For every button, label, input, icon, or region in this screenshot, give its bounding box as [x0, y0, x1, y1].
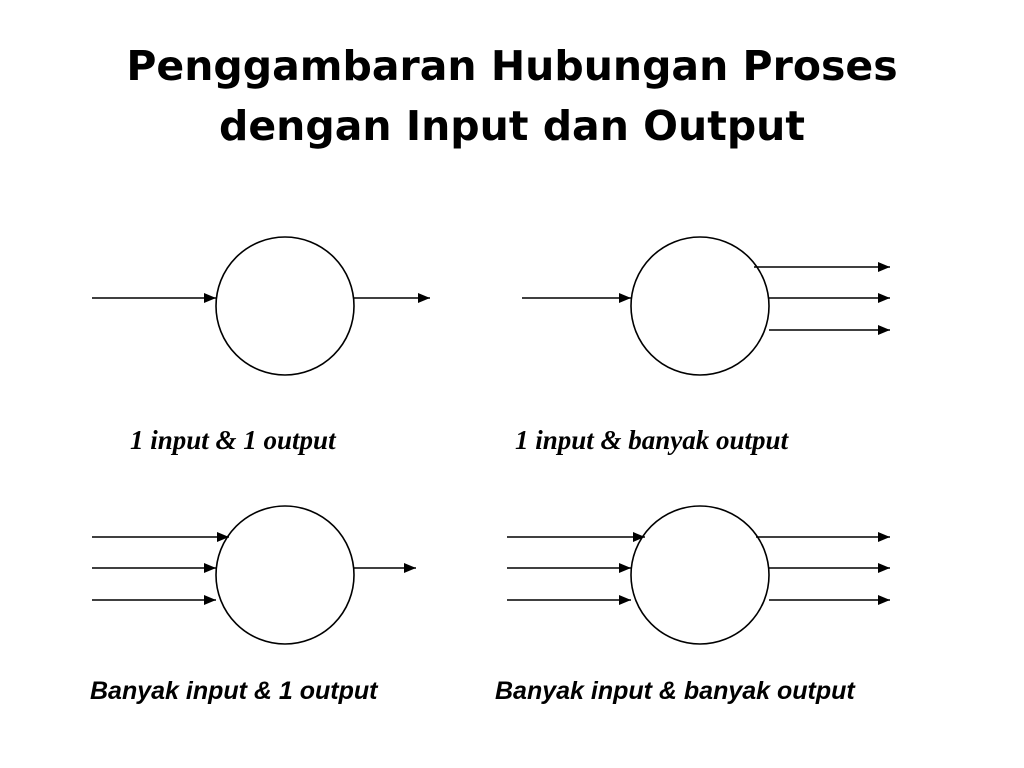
slide-title-line-2: dengan Input dan Output [219, 102, 805, 150]
diagram-many-input-many-output [507, 505, 890, 645]
process-circle [630, 505, 770, 645]
diagram-1-input-many-output [522, 236, 890, 376]
process-circle [630, 236, 770, 376]
caption-many-input-many-output: Banyak input & banyak output [495, 677, 855, 705]
diagram-many-input-1-output [92, 505, 416, 645]
caption-many-input-1-output: Banyak input & 1 output [90, 677, 378, 705]
slide-title: Penggambaran Hubungan Proses dengan Inpu… [0, 36, 1024, 156]
caption-1-input-many-output: 1 input & banyak output [515, 425, 789, 455]
process-circle [215, 505, 355, 645]
diagram-1-input-1-output [92, 236, 430, 376]
process-circle [215, 236, 355, 376]
caption-1-input-1-output: 1 input & 1 output [130, 425, 336, 455]
slide-title-line-1: Penggambaran Hubungan Proses [126, 42, 898, 90]
